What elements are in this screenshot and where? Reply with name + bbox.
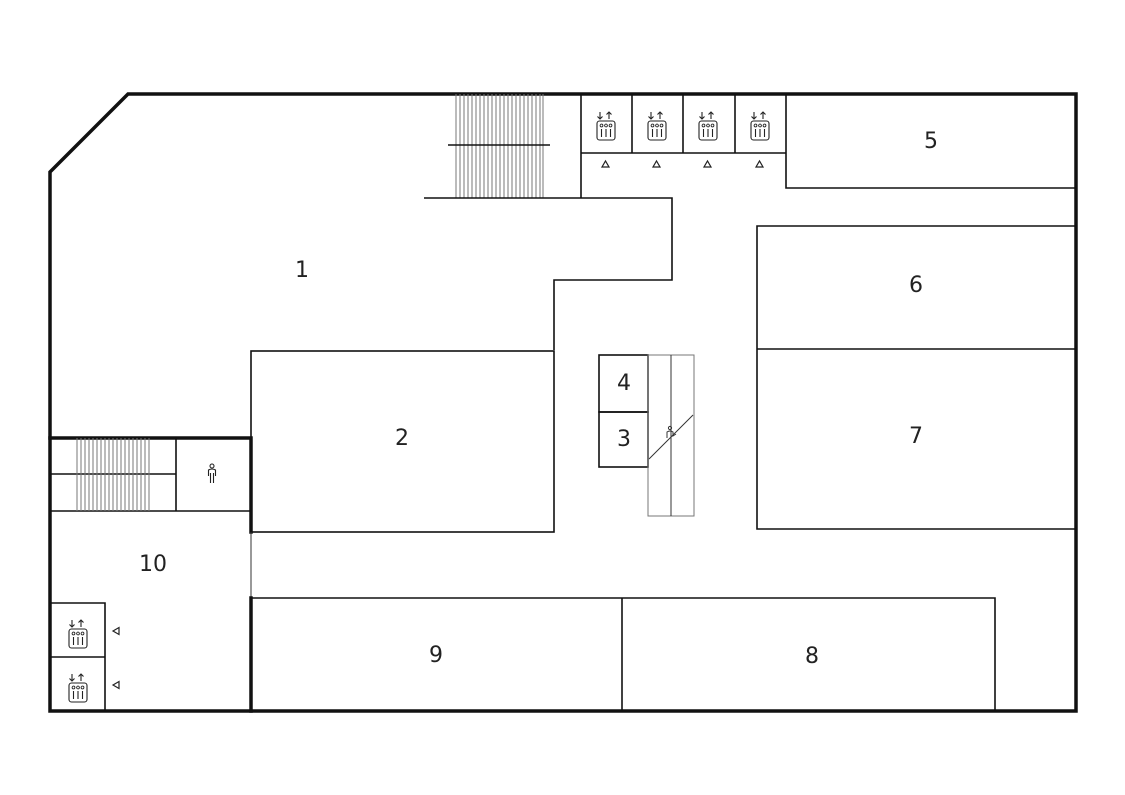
room-1-boundary	[424, 197, 673, 350]
entrance-triangle-icon	[651, 159, 662, 168]
entrance-triangle-icon	[111, 680, 120, 690]
elevator-icon	[68, 673, 88, 703]
rooms-8-9-boundary	[251, 597, 996, 711]
entrance-triangle-icon	[600, 159, 611, 168]
room-label-1: 1	[295, 258, 309, 283]
entrance-triangle-icon	[111, 626, 120, 636]
elevator-icon	[647, 111, 667, 141]
outer-wall	[48, 92, 1078, 713]
room-label-4: 4	[617, 371, 631, 396]
elevator-bank-top	[580, 94, 1076, 198]
room-label-6: 6	[909, 273, 923, 298]
escalator-person-icon	[666, 425, 677, 438]
room-label-9: 9	[429, 643, 443, 668]
room-label-10: 10	[139, 552, 167, 577]
elevator-icon	[750, 111, 770, 141]
entrance-triangle-icon	[702, 159, 713, 168]
room-label-3: 3	[617, 427, 631, 452]
elevator-icon	[68, 619, 88, 649]
room-label-5: 5	[924, 129, 938, 154]
escalator	[647, 354, 695, 517]
elevator-icon	[698, 111, 718, 141]
room-label-8: 8	[805, 644, 819, 669]
room-label-7: 7	[909, 424, 923, 449]
entrance-triangle-icon	[754, 159, 765, 168]
stairs-top	[448, 94, 550, 198]
room-6-7-boundary	[756, 225, 1076, 530]
elevator-icon	[596, 111, 616, 141]
left-core	[48, 436, 253, 534]
room-label-2: 2	[395, 426, 409, 451]
restroom-icon	[207, 463, 217, 483]
elevator-bank-left	[50, 602, 106, 711]
